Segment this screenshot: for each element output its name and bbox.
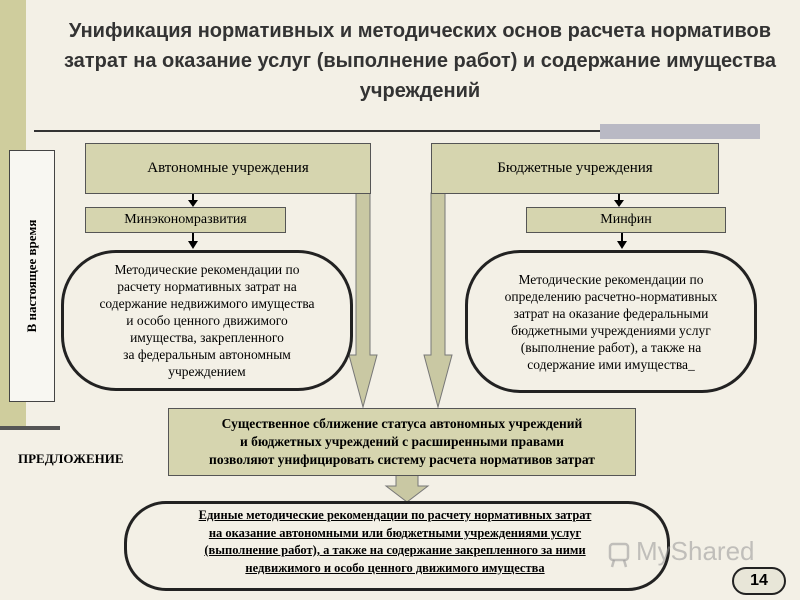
page-number-badge: 14 [732,567,786,595]
side-decor-line [0,426,60,430]
unified-recommendations-text: Единые методические рекомендации по расч… [198,508,592,575]
watermark-text: MyShared [636,536,755,566]
arrow-right-header-icon [614,200,624,207]
title-accent-bar [600,124,760,139]
unified-recommendations-oval [124,501,670,591]
right-recommendations-oval: Методические рекомендации по определению… [465,250,757,393]
convergence-box: Существенное сближение статуса автономны… [168,408,636,476]
left-recommendations-text: Методические рекомендации по расчету нор… [99,262,315,379]
left-recommendations-oval: Методические рекомендации по расчету нор… [61,250,353,391]
watermark-logo-icon [608,542,630,568]
ministry-finance-box: Минфин [526,207,726,233]
right-recommendations-text: Методические рекомендации по определению… [504,271,718,372]
slide-title: Унификация нормативных и методических ос… [64,20,776,102]
budget-institutions-box: Бюджетные учреждения [431,143,719,194]
block-arrow-left-icon [348,192,378,409]
proposal-label: ПРЕДЛОЖЕНИЕ [18,451,124,466]
convergence-text: Существенное сближение статуса автономны… [209,416,595,467]
arrow-left-ministry-icon [188,241,198,249]
title-divider [34,130,760,132]
autonomous-institutions-box: Автономные учреждения [85,143,371,194]
arrow-right-ministry-icon [617,241,627,249]
block-arrow-right-icon [423,192,453,409]
current-time-box: В настоящее время [9,150,55,402]
ministry-economy-box: Минэкономразвития [85,207,286,233]
block-arrow-down-icon [384,473,430,503]
arrow-left-header-icon [188,200,198,207]
